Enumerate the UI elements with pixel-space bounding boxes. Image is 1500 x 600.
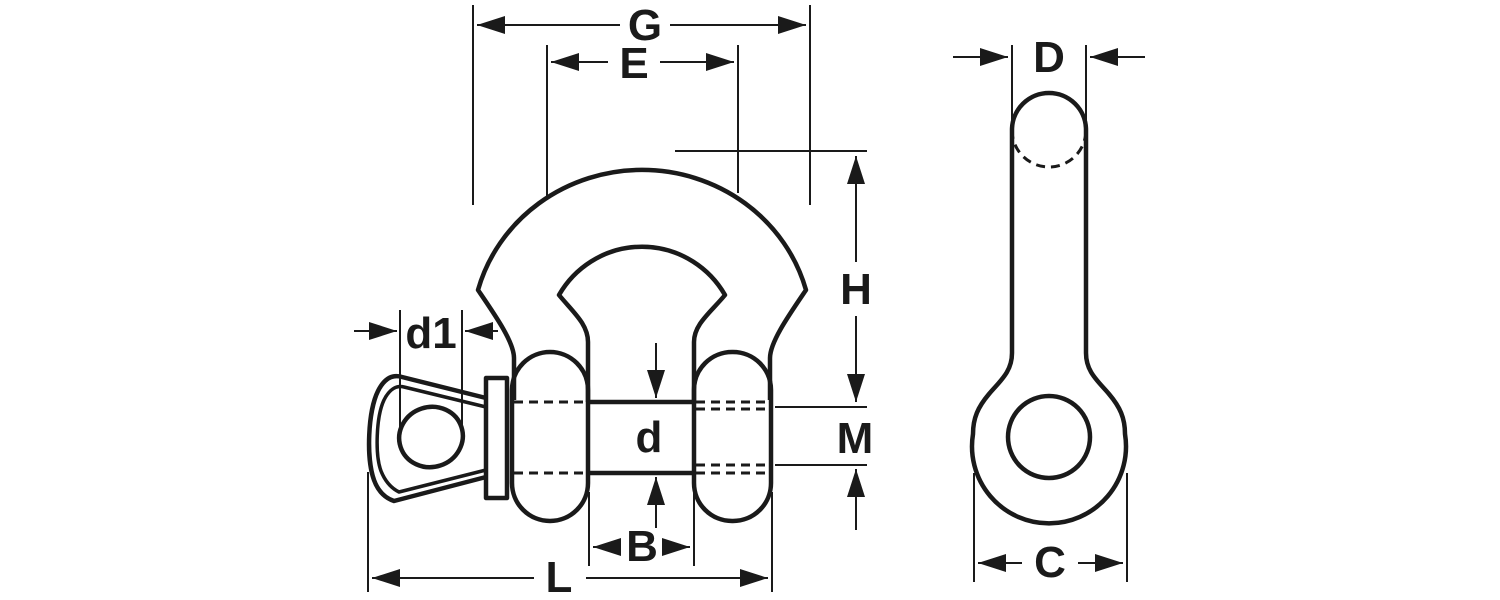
dim-label-B: B <box>626 522 658 571</box>
bow-inner-opening <box>556 244 728 402</box>
front-view <box>366 167 809 524</box>
right-ear-boss <box>691 349 774 524</box>
screw-pin-head <box>366 373 487 504</box>
dimension-d1: d1 <box>354 309 498 427</box>
dim-label-H: H <box>840 265 872 314</box>
dimension-C: C <box>973 473 1128 587</box>
dimension-D: D <box>953 33 1145 120</box>
side-view <box>969 90 1129 526</box>
dim-label-D: D <box>1033 33 1065 82</box>
dimension-E: E <box>546 39 739 200</box>
dim-label-G: G <box>628 1 662 50</box>
dimension-H: H <box>675 150 872 402</box>
dimension-d: d <box>636 343 665 528</box>
screw-pin-head-inner-line <box>375 384 487 494</box>
dim-label-d: d <box>636 413 663 462</box>
dimension-B: B <box>588 492 695 571</box>
dimension-M: M <box>775 406 874 530</box>
left-ear-boss <box>509 349 591 524</box>
bow-outer-outline <box>475 167 809 400</box>
side-body-outline <box>969 130 1129 526</box>
pin-eye-hole <box>396 404 466 470</box>
dim-label-C: C <box>1034 538 1066 587</box>
dimension-G: G <box>472 1 811 205</box>
dimension-L: L <box>367 472 773 600</box>
side-pin-hole <box>1005 393 1093 481</box>
dim-label-d1: d1 <box>405 309 456 358</box>
dim-label-L: L <box>546 553 573 600</box>
side-top-dome <box>1009 90 1089 131</box>
dim-label-M: M <box>837 414 874 463</box>
dim-label-E: E <box>619 39 648 88</box>
pin-flange <box>483 375 510 501</box>
side-top-dome-hidden <box>1010 129 1088 169</box>
